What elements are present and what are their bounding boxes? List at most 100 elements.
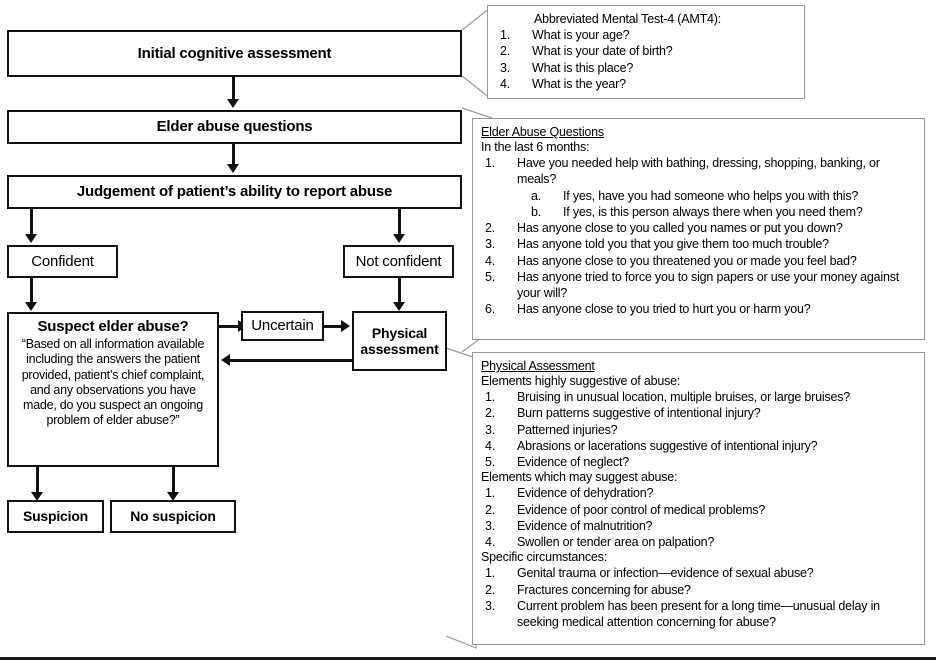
list-number: 3. xyxy=(485,422,496,437)
list-number: 5. xyxy=(485,269,496,284)
connector-physical-to-suspect xyxy=(230,359,352,362)
list-text: Has anyone close to you called you names… xyxy=(517,221,843,235)
elder-abuse-subquestion-list: a.If yes, have you had someone who helps… xyxy=(481,188,916,221)
list-text: Has anyone close to you tried to hurt yo… xyxy=(517,302,811,317)
node-label: Suspicion xyxy=(22,508,89,525)
list-number: a. xyxy=(531,188,542,203)
list-text: If yes, is this person always there when… xyxy=(563,204,863,219)
list-item: 4.What is the year? xyxy=(496,76,796,92)
connector-not-confident-to-physical xyxy=(398,278,401,304)
node-elder-abuse-questions[interactable]: Elder abuse questions xyxy=(7,110,462,144)
connector-suspect-to-uncertain xyxy=(219,325,240,328)
arrowhead-down xyxy=(227,99,239,108)
arrowhead-down xyxy=(25,302,37,311)
list-number: 6. xyxy=(485,302,496,317)
list-number: 4. xyxy=(485,253,496,268)
list-number: 3. xyxy=(485,237,496,252)
arrowhead-right xyxy=(341,320,350,332)
connector-suspect-to-no-suspicion xyxy=(172,467,175,494)
panel-title: Elder Abuse Questions xyxy=(481,125,604,139)
list-text: Current problem has been present for a l… xyxy=(517,598,880,629)
node-label: Initial cognitive assessment xyxy=(137,44,332,62)
physical-assessment-list-3: 1. Genital trauma or infection—evidence o… xyxy=(481,565,916,630)
list-text: Evidence of neglect? xyxy=(517,455,630,469)
list-text: Genital trauma or infection—evidence of … xyxy=(517,566,814,581)
physical-assessment-list-2: 1.Evidence of dehydration? 2.Evidence of… xyxy=(481,485,916,550)
list-number: 4. xyxy=(500,76,511,91)
list-number: 2. xyxy=(485,406,496,421)
list-item: 2.Evidence of poor control of medical pr… xyxy=(481,502,916,518)
node-quote: “Based on all information available incl… xyxy=(21,337,205,428)
list-text: Fractures concerning for abuse? xyxy=(517,582,691,597)
list-item: 5.Evidence of neglect? xyxy=(481,454,916,470)
elder-abuse-question-list: 1. Have you needed help with bathing, dre… xyxy=(481,155,916,188)
node-label: Not confident xyxy=(355,252,442,270)
connector-confident-to-suspect xyxy=(30,278,33,304)
list-number: 4. xyxy=(485,438,496,453)
list-number: 3. xyxy=(485,598,496,613)
list-number: 2. xyxy=(485,221,496,235)
node-uncertain[interactable]: Uncertain xyxy=(241,311,324,341)
node-no-suspicion[interactable]: No suspicion xyxy=(110,500,236,533)
list-item: 4. Swollen or tender area on palpation? xyxy=(481,534,916,550)
connector-initial-to-questions xyxy=(232,77,235,101)
list-number: 1. xyxy=(485,390,496,404)
arrowhead-down xyxy=(31,492,43,501)
panel-title: Physical Assessment xyxy=(481,359,595,373)
list-text: What is your date of birth? xyxy=(532,44,673,59)
list-text: Patterned injuries? xyxy=(517,422,618,437)
elder-abuse-question-list-cont: 2. Has anyone close to you called you nam… xyxy=(481,220,916,318)
list-text: Abrasions or lacerations suggestive of i… xyxy=(517,438,818,453)
list-item: 2. Fractures concerning for abuse? xyxy=(481,582,916,598)
node-initial-cognitive-assessment[interactable]: Initial cognitive assessment xyxy=(7,30,462,77)
panel-group-heading-1: Elements highly suggestive of abuse: xyxy=(481,374,681,388)
list-number: 1. xyxy=(500,28,511,42)
list-text: Has anyone told you that you give them t… xyxy=(517,237,829,252)
node-confident[interactable]: Confident xyxy=(7,245,118,278)
list-item: 2.Burn patterns suggestive of intentiona… xyxy=(481,405,916,421)
list-item: 4. Abrasions or lacerations suggestive of… xyxy=(481,438,916,454)
list-number: 3. xyxy=(500,60,511,75)
panel-group-heading-2: Elements which may suggest abuse: xyxy=(481,470,678,485)
list-text: Swollen or tender area on palpation? xyxy=(517,535,715,549)
list-text: Evidence of dehydration? xyxy=(517,486,654,501)
list-item: 3. Patterned injuries? xyxy=(481,422,916,438)
connector-uncertain-to-physical xyxy=(324,325,343,328)
list-item: 6. Has anyone close to you tried to hurt … xyxy=(481,301,916,317)
connector-judgement-to-not-confident xyxy=(398,209,401,236)
list-item: 1.What is your age? xyxy=(496,27,796,43)
list-number: 2. xyxy=(500,44,511,59)
list-text: Evidence of poor control of medical prob… xyxy=(517,502,766,517)
node-label: Confident xyxy=(31,252,94,270)
list-number: 1. xyxy=(485,156,496,170)
node-label: Judgement of patient’s ability to report… xyxy=(76,183,393,201)
node-label: Elder abuse questions xyxy=(156,118,313,136)
list-item: 3. Current problem has been present for a… xyxy=(481,598,916,631)
physical-assessment-list-1: 1.Bruising in unusual location, multiple… xyxy=(481,389,916,470)
list-item: 2. Has anyone close to you called you nam… xyxy=(481,220,916,236)
connector-suspect-to-suspicion xyxy=(36,467,39,494)
list-item: 2. What is your date of birth? xyxy=(496,43,796,59)
list-number: 1. xyxy=(485,566,496,581)
node-judgement-ability[interactable]: Judgement of patient’s ability to report… xyxy=(7,175,462,209)
list-text: Have you needed help with bathing, dress… xyxy=(517,156,880,187)
list-item: 5. Has anyone tried to force you to sign … xyxy=(481,269,916,302)
amt4-question-list: 1.What is your age? 2. What is your date … xyxy=(496,27,796,92)
list-item: 3. Has anyone told you that you give them… xyxy=(481,236,916,252)
node-label: No suspicion xyxy=(130,508,216,525)
node-not-confident[interactable]: Not confident xyxy=(343,245,454,278)
list-text: Has anyone tried to force you to sign pa… xyxy=(517,269,900,300)
list-item: 3.What is this place? xyxy=(496,60,796,76)
list-number: 3. xyxy=(485,518,496,533)
list-number: 4. xyxy=(485,535,496,549)
node-physical-assessment[interactable]: Physical assessment xyxy=(352,311,447,371)
arrowhead-left xyxy=(221,354,230,366)
list-item: 1.Bruising in unusual location, multiple… xyxy=(481,389,916,405)
list-item: 1. Genital trauma or infection—evidence o… xyxy=(481,565,916,581)
node-label: Uncertain xyxy=(251,317,314,335)
node-suspicion[interactable]: Suspicion xyxy=(7,500,104,533)
node-suspect-elder-abuse[interactable]: Suspect elder abuse? “Based on all infor… xyxy=(7,312,219,467)
list-item: 4.Has anyone close to you threatened you… xyxy=(481,253,916,269)
connector-questions-to-judgement xyxy=(232,144,235,166)
list-number: 2. xyxy=(485,582,496,597)
